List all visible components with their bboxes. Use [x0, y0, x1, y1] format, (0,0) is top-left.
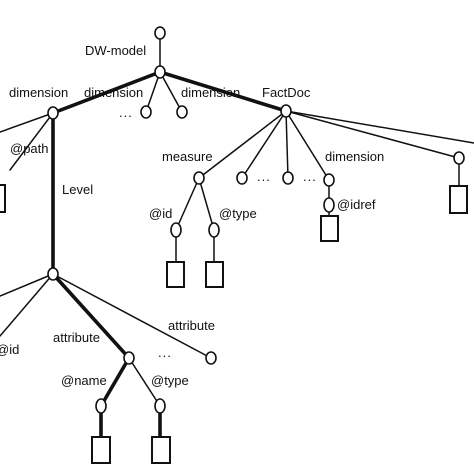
node-factdoc: [280, 104, 292, 118]
label-attribute-1: attribute: [53, 330, 100, 345]
leaf-far-right: [449, 185, 468, 214]
edge-factdoc-far-right-2: [285, 110, 474, 144]
edge-level-left: [0, 273, 54, 297]
node-dw-model: [154, 65, 166, 79]
edge-root-factdoc: [158, 70, 288, 113]
node-attribute-1: [123, 351, 135, 365]
node-measure-type: [208, 222, 220, 238]
edge-level-attribute2: [52, 273, 212, 359]
leaf-boxes: [0, 184, 468, 464]
edge-factdoc-dimension: [285, 110, 330, 181]
edge-root-dimension1: [51, 70, 162, 115]
node-level: [47, 267, 59, 281]
edge-level-id: [0, 273, 54, 337]
label-dw-model: DW-model: [85, 43, 146, 58]
leaf-measure-id: [166, 261, 185, 288]
ellipsis-level: ...: [158, 345, 172, 360]
label-idref: @idref: [337, 197, 376, 212]
ellipsis-factdoc: ...: [257, 169, 271, 184]
edge-factdoc-child2: [241, 110, 287, 179]
label-level: Level: [62, 182, 93, 197]
tree-labels: DW-model dimension dimension dimension F…: [0, 43, 384, 388]
node-dimension-1: [47, 106, 59, 120]
edge-measure-type: [198, 177, 215, 231]
edge-attribute1-type: [128, 357, 161, 407]
edge-root-dimension2: [145, 71, 161, 113]
label-measure: measure: [162, 149, 213, 164]
node-dimension-fact: [323, 173, 335, 187]
node-factdoc-child-2: [236, 171, 248, 185]
tree-nodes: [47, 26, 465, 414]
label-attribute-2: attribute: [168, 318, 215, 333]
label-path: @path: [10, 141, 49, 156]
leaf-attr-type: [151, 436, 171, 464]
node-idref: [323, 197, 335, 213]
node-dimension-2: [140, 105, 152, 119]
edge-attribute1-name: [99, 356, 131, 408]
node-attr-type: [154, 398, 166, 414]
label-dimension-4: dimension: [325, 149, 384, 164]
edge-level-attribute1: [51, 272, 131, 360]
label-measure-id: @id: [149, 206, 172, 221]
label-attr-name: @name: [61, 373, 107, 388]
tree-edges: [0, 70, 474, 439]
leaf-idref: [320, 215, 339, 242]
edge-factdoc-child3: [285, 110, 289, 179]
node-top: [154, 26, 166, 40]
node-dimension-3: [176, 105, 188, 119]
leaf-path: [0, 184, 6, 213]
label-dimension-3: dimension: [181, 85, 240, 100]
node-measure: [193, 171, 205, 185]
ellipsis-factdoc-2: ...: [303, 169, 317, 184]
edge-dimension1-left: [0, 112, 54, 133]
leaf-measure-type: [205, 261, 224, 288]
edge-dimension1-path: [9, 112, 54, 171]
label-dimension-1: dimension: [9, 85, 68, 100]
edge-factdoc-measure: [198, 110, 287, 179]
node-measure-id: [170, 222, 182, 238]
edge-root-dimension3: [159, 71, 183, 113]
edge-factdoc-far-right-1: [285, 110, 460, 159]
label-level-id: @id: [0, 342, 19, 357]
label-attr-type: @type: [151, 373, 189, 388]
edge-measure-id: [175, 177, 200, 231]
label-measure-type: @type: [219, 206, 257, 221]
node-far-right: [453, 151, 465, 165]
label-factdoc: FactDoc: [262, 85, 311, 100]
ellipsis-root: ...: [119, 105, 133, 120]
label-dimension-2: dimension: [84, 85, 143, 100]
node-factdoc-child-3: [282, 171, 294, 185]
node-attribute-2: [205, 351, 217, 365]
leaf-attr-name: [91, 436, 111, 464]
node-attr-name: [95, 398, 107, 414]
